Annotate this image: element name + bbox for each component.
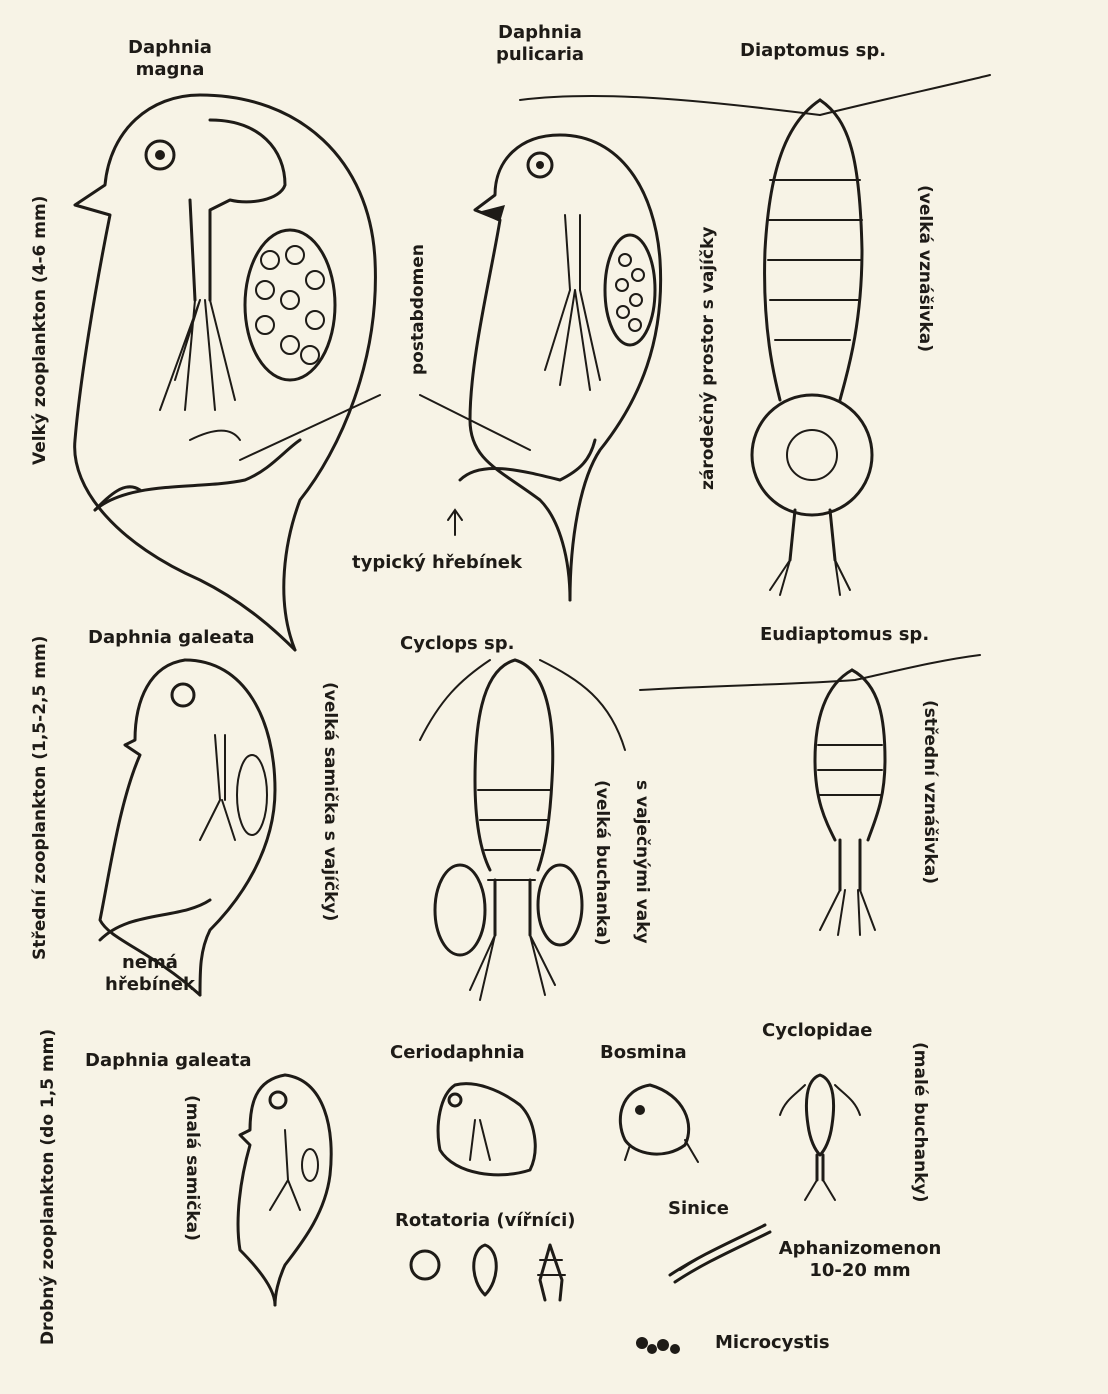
bosmina-drawing: [620, 1085, 698, 1162]
annotation-velka-samicka: (velká samička s vajíčky): [320, 682, 340, 921]
daphnia-galeata-medium-drawing: [100, 660, 275, 995]
label-rotatoria: Rotatoria (vířníci): [395, 1210, 575, 1232]
label-cyclops: Cyclops sp.: [400, 633, 514, 655]
annotation-velka-vznasivka: (velká vznášivka): [915, 185, 935, 352]
label-eudiaptomus: Eudiaptomus sp.: [760, 624, 929, 646]
label-daphnia-galeata-small: Daphnia galeata: [85, 1050, 252, 1072]
annotation-stredni-vznasivka: (střední vznášivka): [920, 700, 940, 884]
daphnia-magna-drawing: [75, 95, 380, 650]
annotation-postabdomen: postabdomen: [408, 244, 428, 375]
annotation-zarodecny-prostor: zárodečný prostor s vajíčky: [698, 227, 718, 490]
label-sinice: Sinice: [668, 1198, 729, 1220]
ceriodaphnia-drawing: [438, 1084, 535, 1175]
group-label-large: Velký zooplankton (4-6 mm): [30, 196, 50, 465]
annotation-velka-buchanka: (velká buchanka): [592, 780, 612, 945]
annotation-s-vajecnymi-vaky: s vaječnými vaky: [632, 780, 652, 944]
label-diaptomus: Diaptomus sp.: [740, 40, 886, 62]
label-daphnia-magna: Daphnia magna: [115, 37, 225, 81]
label-daphnia-pulicaria: Daphnia pulicaria: [485, 22, 595, 66]
label-daphnia-galeata-medium: Daphnia galeata: [88, 627, 255, 649]
annotation-typicky-hrebinek: typický hřebínek: [352, 552, 522, 574]
microcystis-drawing: [636, 1337, 680, 1354]
daphnia-galeata-small-drawing: [238, 1075, 331, 1305]
label-aphanizomenon: Aphanizomenon 10-20 mm: [775, 1238, 945, 1282]
annotation-mala-samicka: (malá samička): [182, 1095, 202, 1241]
annotation-nema-hrebinek: nemá hřebínek: [90, 952, 210, 996]
group-label-small: Drobný zooplankton (do 1,5 mm): [38, 1029, 58, 1345]
label-cyclopidae: Cyclopidae: [762, 1020, 872, 1042]
label-microcystis: Microcystis: [715, 1332, 830, 1354]
rotatoria-drawings: [411, 1245, 565, 1300]
cyclopidae-drawing: [780, 1075, 860, 1200]
annotation-male-buchanky: (malé buchanky): [910, 1042, 930, 1202]
label-bosmina: Bosmina: [600, 1042, 687, 1064]
daphnia-pulicaria-drawing: [420, 135, 661, 600]
aphanizomenon-drawing: [670, 1225, 770, 1282]
label-ceriodaphnia: Ceriodaphnia: [390, 1042, 525, 1064]
group-label-medium: Střední zooplankton (1,5-2,5 mm): [30, 636, 50, 960]
